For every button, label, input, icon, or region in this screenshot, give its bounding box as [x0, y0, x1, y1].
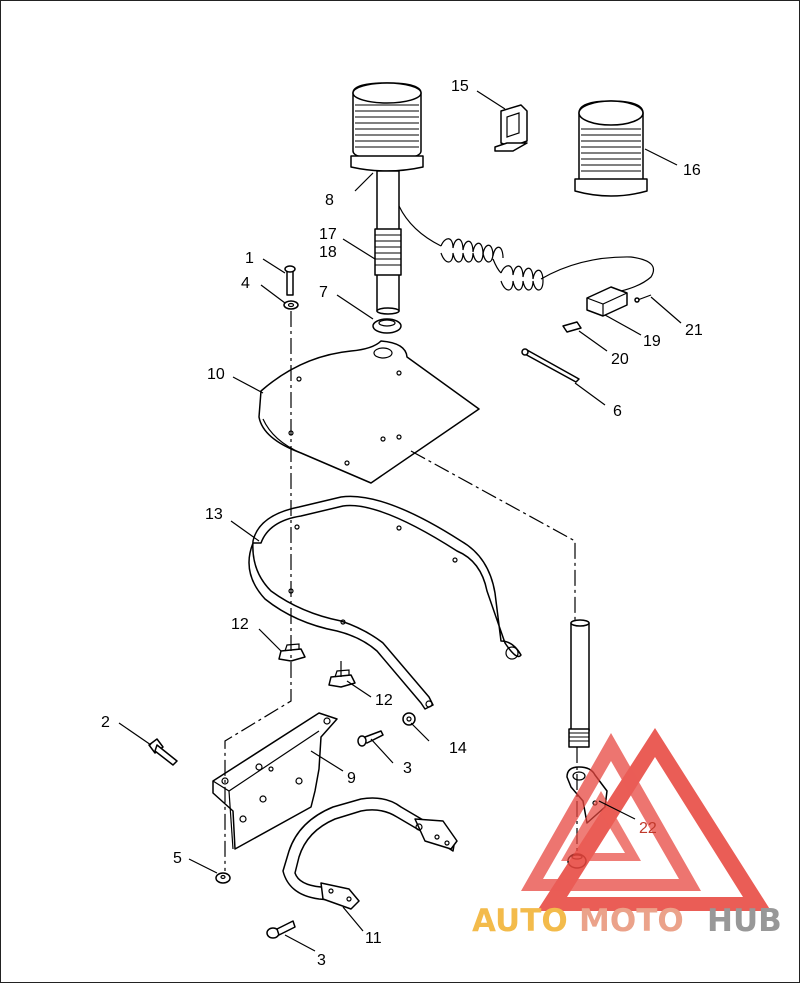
callout-17: 17: [319, 226, 337, 243]
callout-22: 22: [639, 820, 657, 837]
callout-12-lower: 12: [375, 692, 393, 709]
callout-19: 19: [643, 333, 661, 350]
connector-19: [586, 286, 628, 317]
callout-8: 8: [325, 192, 334, 209]
watermark: AUTO MOTO HUB: [472, 728, 782, 939]
callout-2: 2: [101, 714, 110, 731]
watermark-text-hub: HUB: [707, 903, 782, 939]
pole-17-18: [374, 170, 402, 315]
callouts: 15 16 8 17 18 1 4 7 21 19 20 10 6 13 12 …: [101, 78, 703, 969]
callout-12-upper: 12: [231, 616, 249, 633]
watermark-text-auto: AUTO: [472, 903, 568, 939]
callout-5: 5: [173, 850, 182, 867]
callout-11: 11: [365, 930, 382, 947]
screw-3-lower: [266, 920, 296, 939]
tube-frame-13: [248, 495, 522, 710]
clip-12-right: [328, 669, 356, 688]
lower-frame-11: [282, 797, 458, 910]
coiled-cord: [398, 205, 655, 292]
grommet-7: [372, 318, 402, 334]
clip-12-left: [278, 643, 306, 662]
bolt-2: [148, 738, 178, 766]
callout-3-upper: 3: [403, 760, 412, 777]
callout-7: 7: [319, 284, 328, 301]
clip-15: [494, 104, 528, 152]
cable-tie-6: [521, 348, 580, 383]
callout-9: 9: [347, 770, 356, 787]
callout-3-lower: 3: [317, 952, 326, 969]
nut-5: [215, 872, 231, 884]
callout-15: 15: [451, 78, 469, 95]
leader-lines: [118, 90, 682, 952]
callout-4: 4: [241, 275, 250, 292]
callout-14: 14: [449, 740, 467, 757]
washer-4: [283, 300, 299, 310]
bracket-9: [212, 712, 338, 850]
lower-pole: [568, 619, 590, 748]
watermark-text-moto: MOTO: [579, 903, 684, 939]
pin-21: [634, 294, 652, 303]
callout-16: 16: [683, 162, 701, 179]
callout-10: 10: [207, 366, 225, 383]
callout-20: 20: [611, 351, 629, 368]
nut-14: [402, 712, 416, 726]
callout-1: 1: [245, 250, 254, 267]
callout-21: 21: [685, 322, 703, 339]
callout-13: 13: [205, 506, 223, 523]
bolt-1: [284, 265, 296, 296]
screw-3-upper: [357, 730, 384, 747]
mounting-plate-10: [258, 340, 480, 484]
callout-6: 6: [613, 403, 622, 420]
beacon-lamp-8: [350, 82, 424, 172]
terminal-20: [562, 321, 582, 333]
beacon-lamp-16: [574, 100, 648, 197]
callout-18: 18: [319, 244, 337, 261]
